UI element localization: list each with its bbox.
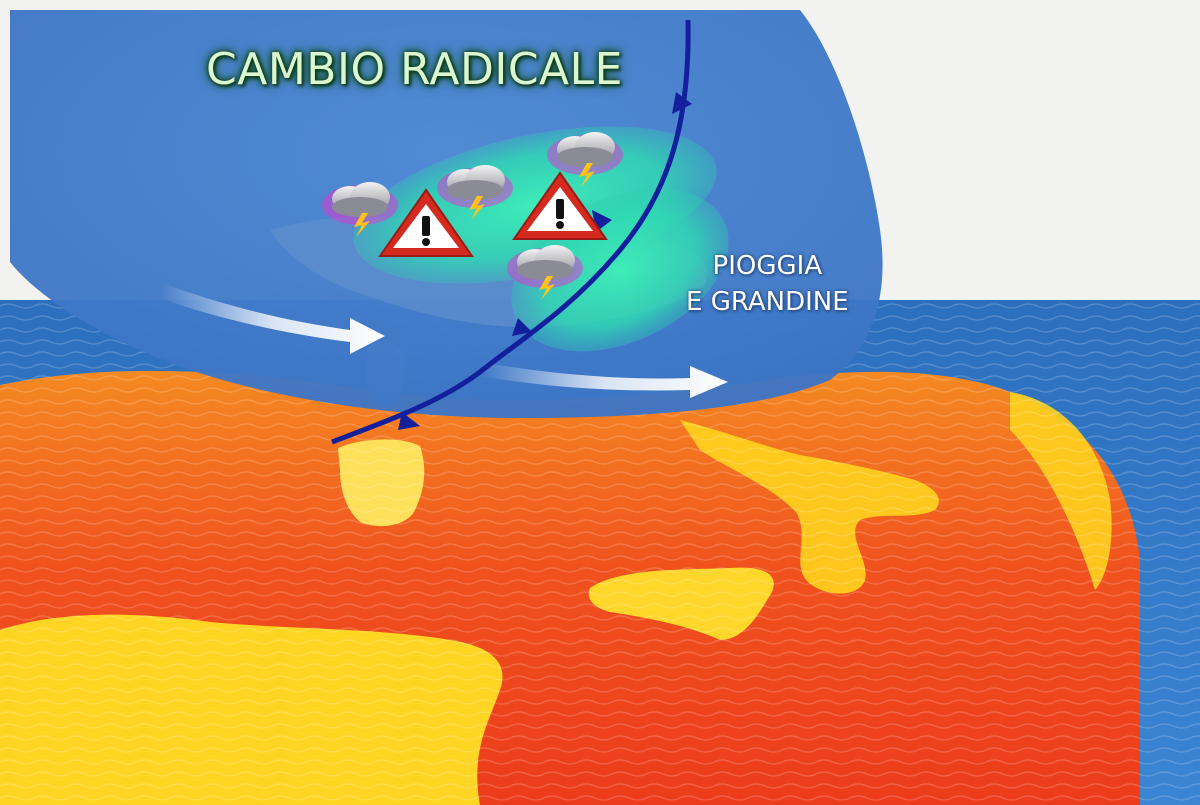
rain-label-line2: E GRANDINE	[686, 287, 849, 317]
thunderstorm-cloud-icon	[507, 245, 583, 300]
thunderstorm-cloud-icon	[437, 165, 513, 220]
cold-front-marker	[398, 412, 420, 430]
thunderstorm-cloud-icon	[547, 132, 623, 187]
map-title: CAMBIO RADICALE	[206, 44, 623, 95]
wind-arrow-icon	[480, 362, 728, 398]
thunderstorm-cloud-icon	[322, 182, 398, 237]
rain-label-line1: PIOGGIA	[712, 251, 823, 281]
cold-front-marker	[672, 92, 692, 114]
wind-arrow-icon	[160, 282, 385, 354]
cold-front-marker	[512, 318, 532, 336]
cold-front	[331, 19, 692, 445]
warning-triangle-icon	[512, 171, 608, 240]
warning-triangle-icon	[378, 188, 474, 257]
rain-hail-label: PIOGGIA E GRANDINE	[686, 248, 849, 320]
